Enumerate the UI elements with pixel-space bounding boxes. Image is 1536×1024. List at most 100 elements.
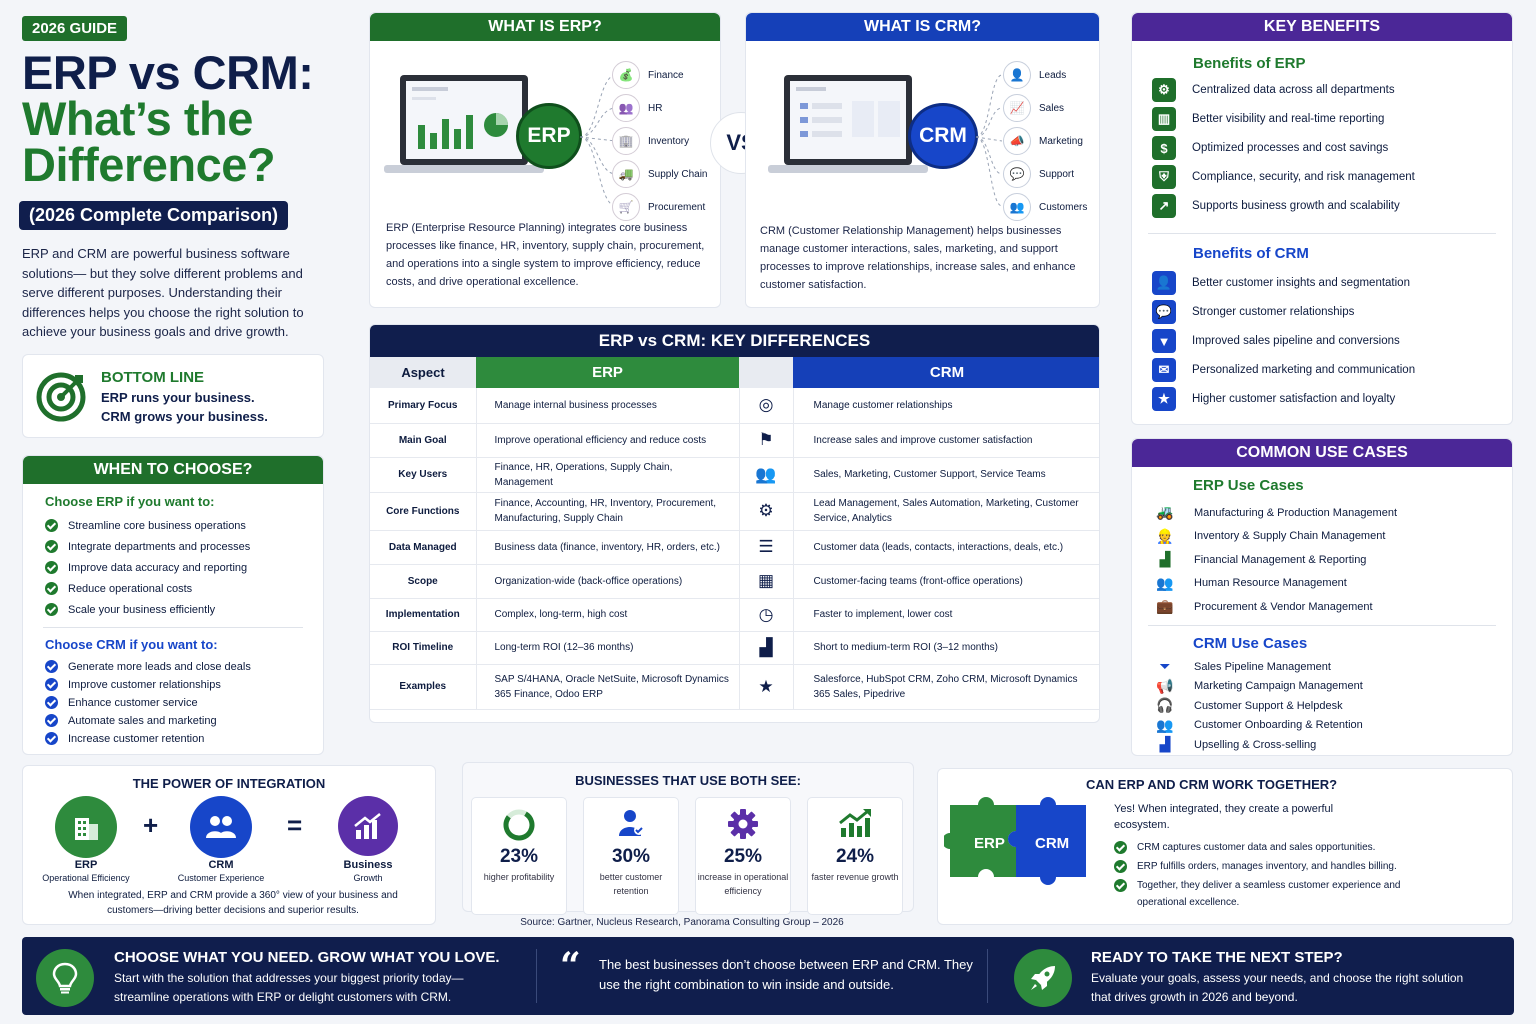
finance-icon: 💰	[612, 61, 640, 89]
benefit-text: Better customer insights and segmentatio…	[1192, 277, 1410, 289]
stat-profitability: 23%higher profitability	[471, 797, 567, 915]
worker-icon: 👷	[1156, 527, 1174, 544]
footer-quote: The best businesses don’t choose between…	[599, 957, 973, 992]
erp-description: ERP (Enterprise Resource Planning) integ…	[386, 222, 705, 288]
work-together-card: CAN ERP AND CRM WORK TOGETHER? ERP CRM Y…	[937, 768, 1513, 925]
checklist-text: Enhance customer service	[68, 696, 198, 709]
both-title: BUSINESSES THAT USE BOTH SEE:	[575, 773, 801, 788]
page-title: ERP vs CRM: What’s the Difference?	[22, 46, 314, 191]
usecase-text: Sales Pipeline Management	[1194, 660, 1331, 673]
usecase-item: 📢Marketing Campaign Management	[1154, 678, 1362, 695]
guide-badge: 2026 GUIDE	[22, 16, 128, 41]
checklist-text: Streamline core business operations	[68, 519, 246, 532]
benefit-item: ▥Better visibility and real-time reporti…	[1152, 107, 1384, 131]
aspect-cell: Data Managed	[370, 530, 477, 565]
usecase-item: 🎧Customer Support & Helpdesk	[1154, 697, 1343, 714]
crm-node: 👥Customers	[1003, 193, 1087, 221]
usecase-item: 👥Human Resource Management	[1154, 575, 1347, 592]
checklist-item: Increase customer retention	[45, 732, 204, 745]
aspect-cell: Examples	[370, 664, 477, 710]
checklist-text: Integrate departments and processes	[68, 540, 251, 553]
divider	[1148, 233, 1496, 234]
use-cases-card: COMMON USE CASES ERP Use Cases 🚜Manufact…	[1131, 438, 1513, 756]
usecase-item: 👷Inventory & Supply Chain Management	[1154, 528, 1385, 545]
col-erp: ERP	[476, 357, 739, 388]
node-label: HR	[648, 102, 663, 114]
erp-cell: Finance, HR, Operations, Supply Chain, M…	[476, 457, 740, 493]
stat-revenue: 24%faster revenue growth	[807, 797, 903, 915]
checklist-text: Generate more leads and close deals	[68, 660, 251, 673]
usecase-item: ⏷Sales Pipeline Management	[1154, 658, 1331, 675]
aspect-cell: Scope	[370, 564, 477, 599]
aspect-cell: Core Functions	[370, 492, 477, 531]
funnel-icon: ▼	[1152, 329, 1176, 353]
power-crm-sub: Customer Experience	[177, 873, 265, 883]
crm-node: 📈Sales	[1003, 94, 1064, 122]
finance-chart-icon: ▟	[1159, 551, 1171, 567]
what-is-crm-card: WHAT IS CRM? CRM 👤Leads📈Sales📣Marketing💬…	[745, 12, 1100, 308]
check-icon	[45, 678, 58, 691]
erp-cell: Finance, Accounting, HR, Inventory, Proc…	[476, 492, 740, 531]
usecase-text: Upselling & Cross-selling	[1194, 738, 1317, 751]
crm-cell: Increase sales and improve customer sati…	[793, 423, 1099, 458]
crm-cell: Lead Management, Sales Automation, Marke…	[793, 492, 1099, 531]
benefit-item: ▼Improved sales pipeline and conversions	[1152, 329, 1400, 353]
divider	[43, 627, 303, 628]
benefit-text: Personalized marketing and communication	[1192, 364, 1416, 376]
crm-cell: Faster to implement, lower cost	[793, 598, 1099, 632]
choose-crm-title: Choose CRM if you want to:	[45, 637, 218, 652]
crm-cell: Customer data (leads, contacts, interact…	[793, 530, 1099, 565]
checklist-text: Reduce operational costs	[68, 582, 193, 595]
check-icon	[45, 540, 58, 553]
what-is-erp-card: WHAT IS ERP? ERP 💰Finance👥HR🏢Inventory🚚S…	[369, 12, 721, 308]
megaphone-icon: 📣	[1003, 127, 1031, 155]
key-differences-card: ERP vs CRM: KEY DIFFERENCES Aspect ERP C…	[369, 324, 1100, 723]
lead-icon: 👤	[1003, 61, 1031, 89]
erp-cell: Complex, long-term, high cost	[476, 598, 740, 632]
crm-cell: Customer-facing teams (front-office oper…	[793, 564, 1099, 599]
people-icon: 👥	[1156, 574, 1174, 591]
benefit-item: 💬Stronger customer relationships	[1152, 300, 1354, 324]
check-icon	[45, 603, 58, 616]
building-icon	[55, 796, 117, 858]
differences-header: ERP vs CRM: KEY DIFFERENCES	[370, 325, 1099, 357]
chart-icon: ▟	[739, 631, 794, 665]
bottom-line-card: BOTTOM LINE ERP runs your business. CRM …	[22, 354, 324, 438]
check-icon	[45, 519, 58, 532]
aspect-cell: Primary Focus	[370, 388, 477, 424]
check-icon	[45, 732, 58, 745]
check-icon	[1114, 860, 1127, 873]
together-item: ERP fulfills orders, manages inventory, …	[1114, 858, 1434, 875]
ring-icon	[472, 808, 566, 842]
checklist-item: Improve data accuracy and reporting	[45, 561, 247, 574]
erp-node: 🚚Supply Chain	[612, 160, 707, 188]
power-crm-label: CRM	[208, 859, 234, 871]
benefits-crm-title: Benefits of CRM	[1193, 245, 1309, 262]
erp-cell: Improve operational efficiency and reduc…	[476, 423, 740, 458]
checklist-text: Scale your business efficiently	[68, 603, 216, 616]
erp-cell: Manage internal business processes	[476, 388, 740, 424]
benefit-item: $Optimized processes and cost savings	[1152, 136, 1388, 160]
node-label: Leads	[1039, 69, 1067, 81]
checklist-item: Scale your business efficiently	[45, 603, 215, 616]
benefits-header: KEY BENEFITS	[1132, 13, 1512, 41]
growth-icon: ↗	[1152, 194, 1176, 218]
what-erp-header: WHAT IS ERP?	[370, 13, 720, 41]
erp-badge: ERP	[516, 103, 582, 169]
benefit-text: Supports business growth and scalability	[1192, 200, 1400, 212]
customers-icon: 👥	[1003, 193, 1031, 221]
checklist-item: Streamline core business operations	[45, 519, 246, 532]
together-text: Together, they deliver a seamless custom…	[1137, 880, 1401, 908]
lightbulb-icon	[36, 949, 94, 1007]
key-benefits-card: KEY BENEFITS Benefits of ERP ⚙Centralize…	[1131, 12, 1513, 425]
footer-c1-text: Start with the solution that addresses y…	[114, 971, 464, 1004]
connector-lines	[975, 74, 1003, 207]
benefit-text: Stronger customer relationships	[1192, 306, 1355, 318]
usecase-text: Customer Support & Helpdesk	[1194, 699, 1343, 712]
benefit-text: Optimized processes and cost savings	[1192, 142, 1389, 154]
